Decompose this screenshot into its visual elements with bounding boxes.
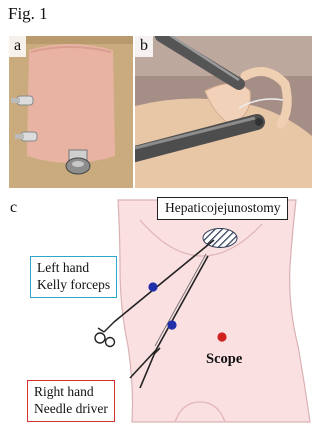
scope-port-marker (217, 332, 226, 341)
panel-label-b: b (135, 36, 153, 57)
left-hand-label: Left hand (37, 260, 110, 277)
right-port-marker (167, 320, 176, 329)
left-port-marker (148, 282, 157, 291)
needle-driver-label: Needle driver (34, 401, 108, 418)
torso-model-photo (9, 36, 133, 188)
right-hand-callout: Right hand Needle driver (27, 380, 115, 422)
left-hand-callout: Left hand Kelly forceps (30, 256, 117, 298)
kelly-forceps-handle-icon (95, 322, 115, 347)
photo-panel-a: a (9, 36, 133, 188)
hepaticojejunostomy-callout: Hepaticojejunostomy (157, 197, 288, 220)
right-hand-label: Right hand (34, 384, 108, 401)
panel-label-c: c (10, 200, 17, 216)
kelly-forceps-label: Kelly forceps (37, 277, 110, 294)
figure-title: Fig. 1 (8, 4, 48, 24)
laparoscopic-view-photo (135, 36, 312, 188)
panel-label-a: a (9, 36, 26, 57)
photo-panel-b: b (135, 36, 312, 188)
scope-label: Scope (206, 351, 242, 368)
